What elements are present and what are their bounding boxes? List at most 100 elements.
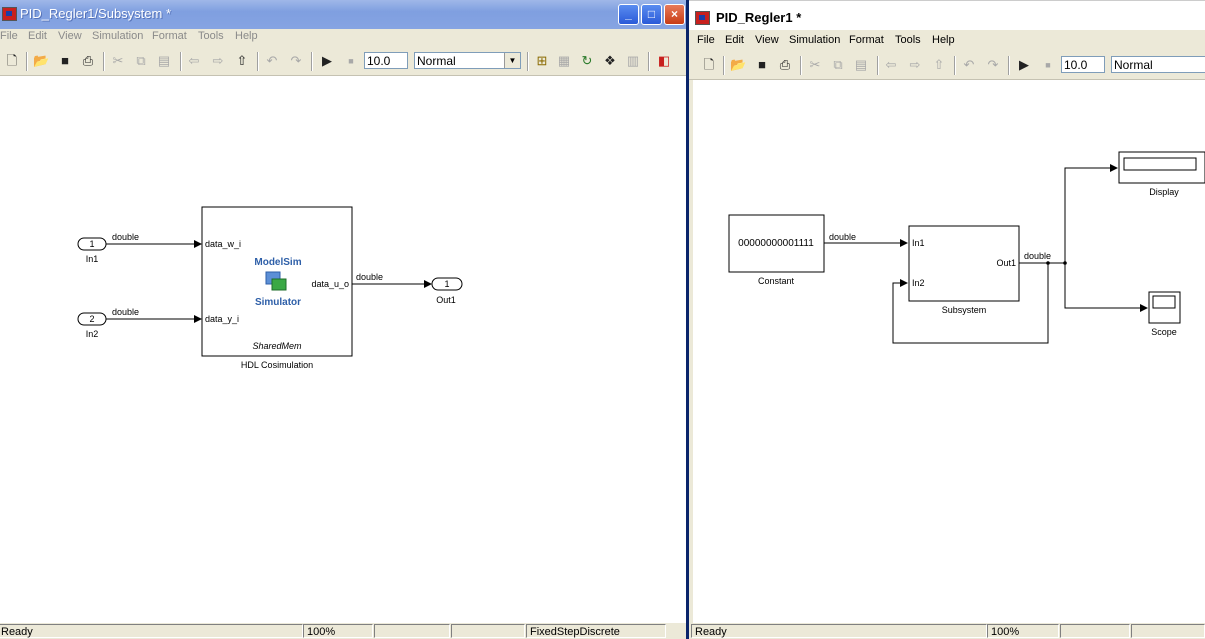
- up-icon[interactable]: ⇧: [933, 57, 945, 72]
- simulation-mode-select[interactable]: Normal: [1111, 56, 1205, 73]
- constant-block[interactable]: 00000000001111: [728, 214, 825, 273]
- library-browser-icon[interactable]: ⊞: [536, 53, 548, 68]
- toolbar-separator: [877, 56, 879, 75]
- stop-icon[interactable]: ■: [348, 56, 354, 66]
- undo-icon[interactable]: ↶: [266, 53, 278, 68]
- close-button[interactable]: ×: [664, 4, 685, 25]
- toolbar-separator: [800, 56, 802, 75]
- title-bar[interactable]: PID_Regler1/Subsystem * _ □ ×: [0, 0, 686, 29]
- redo-icon[interactable]: ↷: [290, 53, 302, 68]
- display-label: Display: [1149, 187, 1179, 197]
- inport-in1[interactable]: 1 In1: [77, 237, 107, 264]
- menu-tools[interactable]: Tools: [895, 34, 921, 46]
- forward-icon[interactable]: ⇨: [909, 57, 921, 72]
- save-icon[interactable]: ■: [61, 53, 69, 68]
- status-zoom: 100%: [987, 624, 1059, 638]
- status-ready: Ready: [691, 624, 987, 638]
- toolbar-separator: [723, 56, 725, 75]
- copy-icon[interactable]: ⧉: [136, 53, 146, 68]
- model-explorer-icon[interactable]: ❖: [604, 53, 616, 68]
- signal-label-const: double: [829, 232, 856, 242]
- stop-time-field[interactable]: 10.0: [364, 52, 408, 69]
- back-icon[interactable]: ⇦: [885, 57, 897, 72]
- menu-view[interactable]: View: [58, 30, 82, 42]
- simulation-mode-select[interactable]: Normal ▼: [414, 52, 521, 69]
- redo-icon[interactable]: ↷: [987, 57, 999, 72]
- build-icon[interactable]: ▦: [557, 53, 571, 68]
- toolbar: 🗋 📂 ■ ⎙ ✂ ⧉ ▤ ⇦ ⇨ ⇧ ↶ ↷ ▶ ■ 10.0 Normal: [689, 53, 1205, 80]
- menu-help[interactable]: Help: [932, 34, 955, 46]
- model-diagram: 00000000001111 Constant double In1 In2 O…: [728, 151, 1205, 344]
- toolbar-separator: [311, 52, 313, 71]
- menu-edit[interactable]: Edit: [28, 30, 47, 42]
- debugger-icon[interactable]: ▥: [626, 53, 640, 68]
- diagram-canvas[interactable]: 1 In1 double 2 In2 double data_w_i data_…: [0, 76, 686, 623]
- status-bar: Ready 100%: [689, 623, 1205, 639]
- status-zoom: 100%: [303, 624, 373, 638]
- open-icon[interactable]: 📂: [33, 53, 50, 68]
- subsystem-port-in1: In1: [912, 238, 925, 248]
- undo-icon[interactable]: ↶: [963, 57, 975, 72]
- outport-out1[interactable]: 1 Out1: [431, 277, 463, 305]
- subsystem-label: Subsystem: [942, 305, 987, 315]
- chevron-down-icon[interactable]: ▼: [504, 53, 520, 68]
- maximize-button[interactable]: □: [641, 4, 662, 25]
- print-icon[interactable]: ⎙: [82, 53, 94, 68]
- menu-help[interactable]: Help: [235, 30, 258, 42]
- status-empty-2: [1131, 624, 1205, 638]
- simulink-app-icon: [695, 11, 710, 25]
- toolbar-separator: [1008, 56, 1010, 75]
- model-window: PID_Regler1 * File Edit View Simulation …: [689, 0, 1205, 639]
- hdl-cosimulation-block[interactable]: data_w_i data_y_i data_u_o ModelSim Simu…: [201, 206, 353, 357]
- new-icon[interactable]: 🗋: [703, 57, 715, 72]
- subsystem-block[interactable]: In1 In2 Out1: [908, 225, 1020, 302]
- stop-time-field[interactable]: 10.0: [1061, 56, 1105, 73]
- menu-format[interactable]: Format: [849, 34, 884, 46]
- diagram-canvas[interactable]: 00000000001111 Constant double In1 In2 O…: [693, 80, 1205, 623]
- status-solver: FixedStepDiscrete: [526, 624, 666, 638]
- status-bar: Ready 100% FixedStepDiscrete: [0, 623, 686, 639]
- simulator-logo-text: Simulator: [255, 297, 301, 308]
- signal-line-scope[interactable]: [1064, 263, 1148, 312]
- menu-file[interactable]: File: [697, 34, 715, 46]
- display-block[interactable]: [1118, 151, 1205, 184]
- constant-value: 00000000001111: [738, 238, 814, 249]
- copy-icon[interactable]: ⧉: [833, 57, 843, 72]
- print-icon[interactable]: ⎙: [779, 57, 791, 72]
- back-icon[interactable]: ⇦: [188, 53, 200, 68]
- menu-tools[interactable]: Tools: [198, 30, 224, 42]
- refresh-icon[interactable]: ↻: [581, 53, 593, 68]
- menu-bar: File Edit View Simulation Format Tools H…: [0, 28, 686, 46]
- cut-icon[interactable]: ✂: [809, 57, 821, 72]
- toolbar-separator: [180, 52, 182, 71]
- title-bar[interactable]: PID_Regler1 *: [689, 0, 1205, 30]
- outport-out1-label: Out1: [436, 295, 456, 305]
- stop-icon[interactable]: ■: [1045, 60, 1051, 70]
- paste-icon[interactable]: ▤: [854, 57, 868, 72]
- play-icon[interactable]: ▶: [322, 53, 332, 68]
- menu-view[interactable]: View: [755, 34, 779, 46]
- menu-format[interactable]: Format: [152, 30, 187, 42]
- forward-icon[interactable]: ⇨: [212, 53, 224, 68]
- feedback-line[interactable]: [892, 263, 1049, 344]
- menu-simulation[interactable]: Simulation: [92, 30, 144, 42]
- scope-block[interactable]: [1148, 291, 1181, 324]
- cut-icon[interactable]: ✂: [112, 53, 124, 68]
- play-icon[interactable]: ▶: [1019, 57, 1029, 72]
- paste-icon[interactable]: ▤: [157, 53, 171, 68]
- shared-mem-label: SharedMem: [252, 341, 302, 351]
- new-icon[interactable]: 🗋: [6, 53, 18, 68]
- simulation-mode-value: Normal: [1114, 58, 1153, 72]
- inport-in2[interactable]: 2 In2: [77, 312, 107, 339]
- menu-file[interactable]: File: [0, 30, 18, 42]
- save-icon[interactable]: ■: [758, 57, 766, 72]
- open-icon[interactable]: 📂: [730, 57, 747, 72]
- menu-simulation[interactable]: Simulation: [789, 34, 841, 46]
- signal-line-display[interactable]: [1064, 164, 1118, 263]
- up-icon[interactable]: ⇧: [236, 53, 248, 68]
- menu-edit[interactable]: Edit: [725, 34, 744, 46]
- inport-in2-label: In2: [86, 329, 99, 339]
- model-browser-icon[interactable]: ◧: [657, 53, 671, 68]
- signal-label-in2: double: [112, 307, 139, 317]
- minimize-button[interactable]: _: [618, 4, 639, 25]
